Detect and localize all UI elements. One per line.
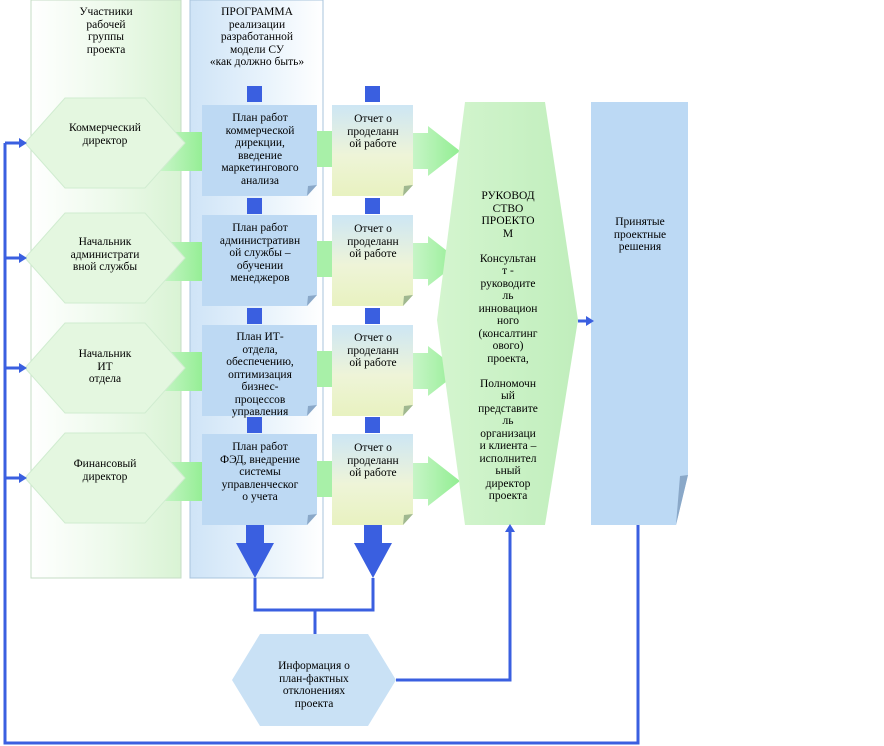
- participants-column-title: Участники рабочей группы проекта: [79, 6, 133, 56]
- report-label-3: Отчет о проделанн ой работе: [347, 332, 399, 369]
- participant-label-commercial: Коммерческий директор: [69, 122, 141, 147]
- report-to-leadership-arrows: [412, 126, 460, 506]
- report-boxes: [332, 105, 413, 525]
- feedback-arrowheads: [19, 138, 27, 483]
- deviation-info-label: Информация о план-фактных отклонениях пр…: [278, 660, 350, 710]
- plan-label-commercial: План работ коммерческой дирекции, введен…: [221, 112, 299, 187]
- merge-bracket: [253, 578, 375, 634]
- participant-label-finance: Финансовый директор: [73, 458, 137, 483]
- leadership-to-decisions-arrow: [578, 316, 594, 326]
- info-to-leadership-arrow: [396, 524, 515, 682]
- decisions-label: Принятые проектные решения: [613, 216, 667, 253]
- participant-label-admin: Начальник администрати вной службы: [70, 236, 140, 273]
- plan-label-it: План ИТ- отдела, обеспечению, оптимизаци…: [226, 331, 294, 418]
- decisions-shape: [591, 102, 688, 525]
- participant-hexagons: [24, 97, 186, 524]
- program-column-title: ПРОГРАММА реализации разработанной модел…: [209, 6, 305, 68]
- plan-label-finance: План работ ФЭД, внедрение системы управл…: [220, 441, 300, 503]
- down-arrows: [236, 525, 392, 578]
- leadership-shape: [437, 102, 578, 525]
- report-label-2: Отчет о проделанн ой работе: [347, 223, 399, 260]
- plan-to-report-arrows: [317, 131, 334, 497]
- feedback-loop: [3, 141, 640, 745]
- plan-boxes: [202, 105, 317, 525]
- plan-label-admin: План работ административн ой службы – об…: [219, 222, 301, 284]
- participant-label-it: Начальник ИТ отдела: [78, 348, 132, 385]
- report-label-4: Отчет о проделанн ой работе: [347, 442, 399, 479]
- leadership-label: РУКОВОД СТВО ПРОЕКТО М Консультан т - ру…: [478, 190, 538, 502]
- deviation-info-shape: [232, 634, 396, 726]
- report-label-1: Отчет о проделанн ой работе: [347, 113, 399, 150]
- small-blue-connectors: [247, 86, 380, 433]
